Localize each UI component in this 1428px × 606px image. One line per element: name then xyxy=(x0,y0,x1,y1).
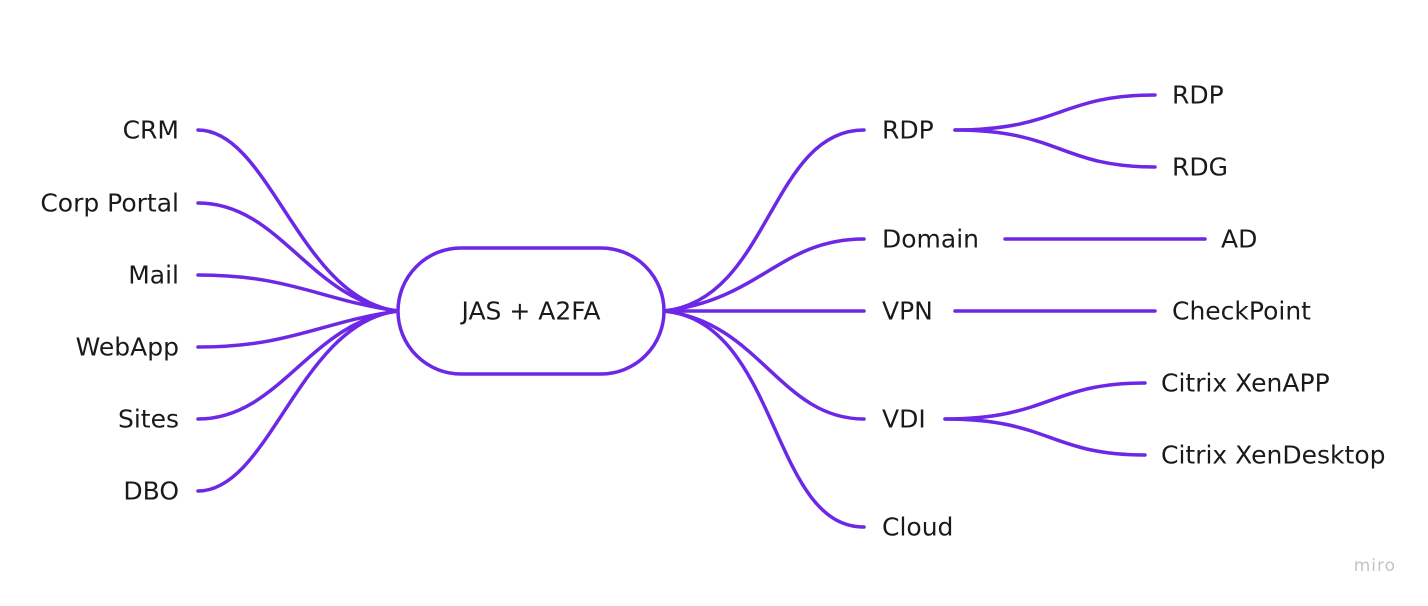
node-vpn[interactable]: VPN xyxy=(882,297,933,326)
edge-center-cloud xyxy=(662,309,866,529)
miro-watermark: miro xyxy=(1353,556,1396,576)
edge-center-webapp xyxy=(196,309,400,349)
node-vdi-xendesktop[interactable]: Citrix XenDesktop xyxy=(1161,441,1386,470)
node-mail[interactable]: Mail xyxy=(128,261,179,290)
edge-vdi-xenapp xyxy=(943,381,1147,421)
node-rdp-rdg[interactable]: RDG xyxy=(1172,153,1228,182)
mind-map-edges xyxy=(196,93,1207,529)
node-cloud[interactable]: Cloud xyxy=(882,513,953,542)
edge-center-rdp xyxy=(662,128,866,313)
node-dbo[interactable]: DBO xyxy=(123,477,179,506)
edge-center-dbo xyxy=(196,309,400,493)
node-corp-portal[interactable]: Corp Portal xyxy=(40,189,179,218)
node-domain-ad[interactable]: AD xyxy=(1221,225,1257,254)
center-node-label: JAS + A2FA xyxy=(460,297,601,326)
edge-center-domain xyxy=(662,237,866,313)
node-vdi[interactable]: VDI xyxy=(882,405,926,434)
center-node[interactable]: JAS + A2FA xyxy=(396,246,666,376)
edge-center-sites xyxy=(196,309,400,421)
node-webapp[interactable]: WebApp xyxy=(76,333,179,362)
node-rdp[interactable]: RDP xyxy=(882,116,934,145)
edge-center-mail xyxy=(196,273,400,313)
edge-rdp-rdp xyxy=(953,93,1157,132)
node-rdp-rdp[interactable]: RDP xyxy=(1172,81,1224,110)
node-sites[interactable]: Sites xyxy=(118,405,179,434)
edge-center-crm xyxy=(196,128,400,313)
node-vdi-xenapp[interactable]: Citrix XenAPP xyxy=(1161,369,1330,398)
edge-rdp-rdg xyxy=(953,128,1157,169)
node-domain[interactable]: Domain xyxy=(882,225,979,254)
edge-center-corp-portal xyxy=(196,201,400,313)
center-node-box xyxy=(396,246,666,376)
node-vpn-checkpoint[interactable]: CheckPoint xyxy=(1172,297,1311,326)
edge-vdi-xendesktop xyxy=(943,417,1147,457)
node-crm[interactable]: CRM xyxy=(123,116,179,145)
